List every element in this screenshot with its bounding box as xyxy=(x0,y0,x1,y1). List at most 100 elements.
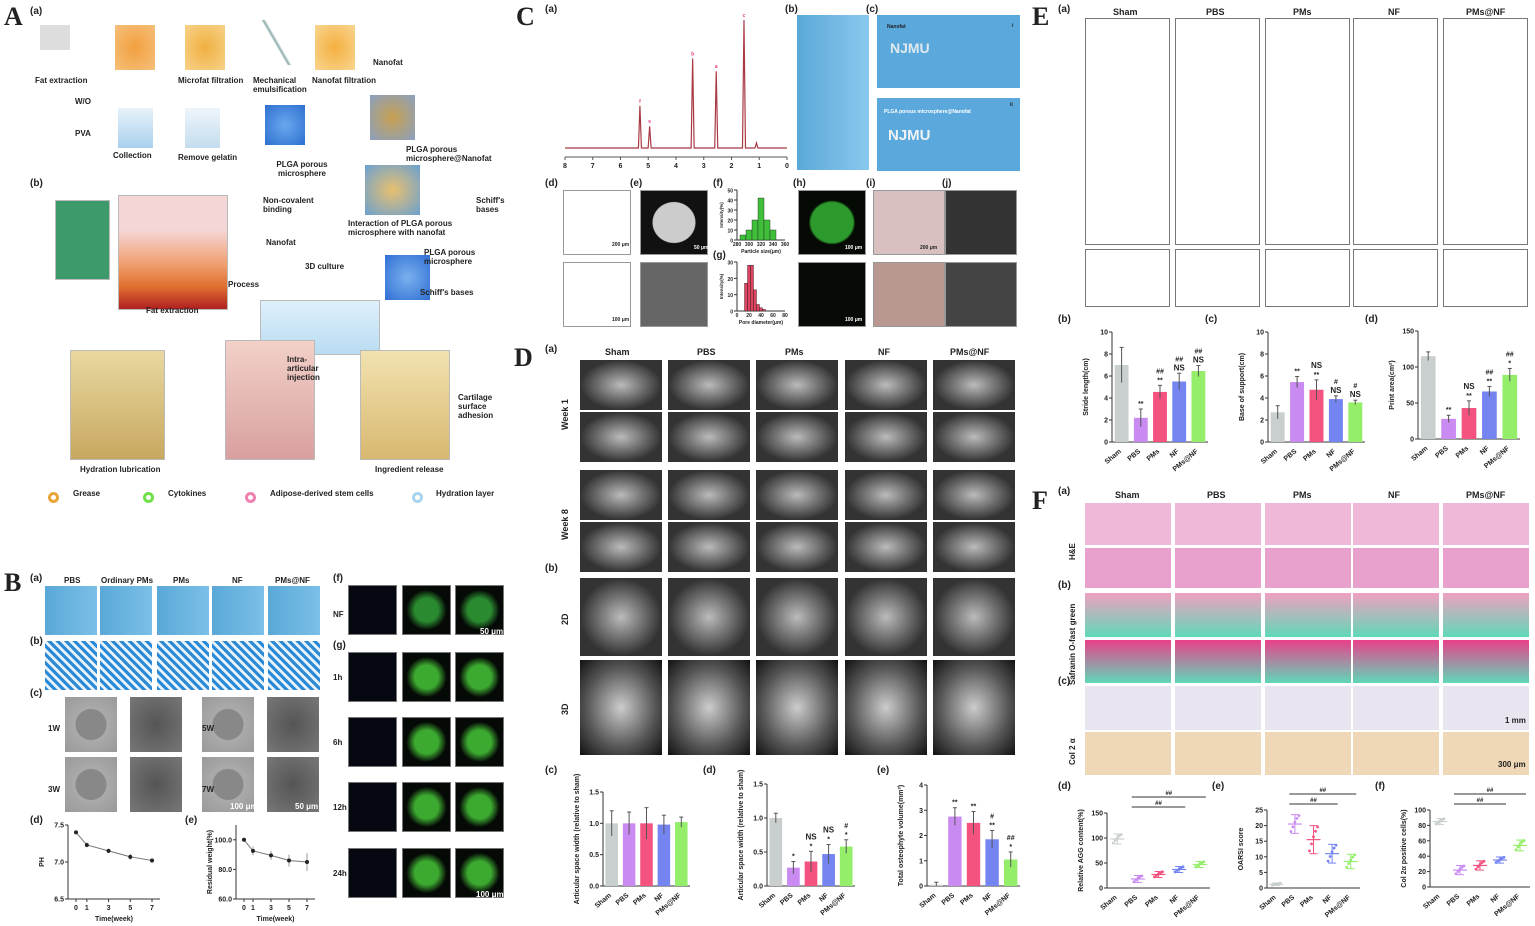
y-tick-label: 1.5 xyxy=(753,782,763,789)
col2-ihc-image xyxy=(1265,686,1351,730)
sem-microsphere xyxy=(202,757,254,812)
xray-image xyxy=(668,578,750,656)
y-tick-label: 20 xyxy=(727,219,733,225)
panel-letter: B xyxy=(4,568,22,597)
y-axis-label: Total osteophyte volume(mm³) xyxy=(898,785,905,886)
sem-zoom xyxy=(267,697,319,752)
y-tick-label: 20 xyxy=(727,277,733,283)
group-header: Ordinary PMs xyxy=(101,576,154,585)
xray-image xyxy=(933,470,1015,520)
gait-footprint-image xyxy=(1443,18,1528,245)
y-tick-label: 100 xyxy=(1091,836,1103,843)
significance-label: ## xyxy=(1175,356,1183,363)
x-tick-label: Sham xyxy=(1099,894,1118,912)
micrograph xyxy=(640,190,708,255)
bar-nf xyxy=(985,839,999,886)
data-point xyxy=(287,858,291,863)
significance-label: ** xyxy=(1314,372,1320,379)
x-tick-label: NF xyxy=(1169,894,1181,906)
subpanel-label: (j) xyxy=(942,178,952,189)
bar-nf xyxy=(822,854,835,886)
chart-C-g xyxy=(734,261,785,312)
y-axis-label: OARSI score xyxy=(1238,827,1245,870)
x-tick-label: 340 xyxy=(769,242,778,248)
panel-letter: A xyxy=(4,2,23,31)
y-tick-label: 0.5 xyxy=(589,852,599,859)
panel-letter: C xyxy=(516,2,535,31)
xray-image xyxy=(845,470,927,520)
xray-image xyxy=(845,522,927,572)
y-tick-label: 150 xyxy=(1091,811,1103,818)
xray-image xyxy=(668,360,750,410)
micrograph xyxy=(563,262,631,327)
illustration-element xyxy=(255,20,300,65)
subpanel-label: (f) xyxy=(713,178,723,189)
x-tick-label: 20 xyxy=(746,313,752,319)
data-point xyxy=(1496,859,1500,863)
x-tick-label: PMs xyxy=(797,892,813,907)
xray-image xyxy=(933,360,1015,410)
chart-E-d xyxy=(1415,330,1520,440)
y-tick-label: 80 xyxy=(1418,823,1426,830)
subpanel-label: (c) xyxy=(866,4,879,15)
fluorescence-image xyxy=(348,782,397,832)
bar-pms-at-nf xyxy=(1502,374,1518,439)
group-header: Sham xyxy=(1115,490,1140,500)
col2-ihc-image xyxy=(1085,732,1171,775)
chart-F-f xyxy=(1427,793,1530,888)
data-point xyxy=(251,848,255,853)
histogram-bar xyxy=(739,234,747,241)
x-axis-label: Time(week) xyxy=(95,916,133,923)
illustration-element xyxy=(315,25,355,70)
x-tick-label: PMs xyxy=(1466,893,1482,908)
x-tick-label: NF xyxy=(982,892,994,904)
he-stain-image xyxy=(1175,548,1261,588)
legend-swatch-icon xyxy=(48,492,59,503)
x-tick-label: Sham xyxy=(758,892,777,910)
fluorescence-image xyxy=(348,585,397,635)
data-point xyxy=(1476,865,1480,869)
x-tick-label: PMs xyxy=(959,892,975,907)
chart-B-e xyxy=(233,825,315,902)
group-header: Sham xyxy=(1113,7,1138,17)
x-tick-label: 360 xyxy=(781,242,790,248)
significance-label: NS xyxy=(1311,361,1323,370)
xray-image xyxy=(756,578,838,656)
data-point xyxy=(1514,848,1518,852)
data-point xyxy=(1330,850,1334,854)
col2-ihc-image xyxy=(1175,686,1261,730)
significance-label: NS xyxy=(1174,363,1186,372)
bar-pbs xyxy=(1441,418,1456,439)
x-tick-label: NF xyxy=(1322,894,1334,906)
x-tick-label: 80 xyxy=(782,313,788,319)
data-point xyxy=(74,830,78,835)
step-label: Nanofat xyxy=(373,58,403,67)
xray-image xyxy=(580,360,662,410)
time-label: 24h xyxy=(333,869,347,878)
xray-image xyxy=(756,470,838,520)
histogram-bar xyxy=(744,283,748,312)
micrograph xyxy=(873,262,945,327)
y-tick-label: 6 xyxy=(1104,374,1108,381)
significance-label: # xyxy=(990,813,994,820)
x-tick-label: 6 xyxy=(619,163,623,170)
subpanel-label: (a) xyxy=(1058,4,1071,15)
x-tick-label: PMs xyxy=(1455,445,1471,460)
injection-photo xyxy=(877,15,1020,88)
histogram-bar xyxy=(747,265,751,312)
sem-zoom xyxy=(130,757,182,812)
x-tick-label: PBS xyxy=(1434,445,1450,460)
photo-caption: Nanofat xyxy=(887,24,906,30)
subpanel-label: (c) xyxy=(30,688,43,699)
step-label: Schiff's bases xyxy=(420,288,474,297)
col2-ihc-image xyxy=(1085,686,1171,730)
y-tick-label: 60.0 xyxy=(218,897,232,904)
bar-pms xyxy=(966,822,981,886)
written-text: NJMU xyxy=(890,40,930,56)
xray-image xyxy=(845,578,927,656)
time-label: 6h xyxy=(333,738,343,747)
group-header: PMs@NF xyxy=(1466,490,1506,500)
illustration-element xyxy=(55,200,110,280)
illustration-element xyxy=(265,105,305,145)
subpanel-label: (g) xyxy=(713,250,726,261)
